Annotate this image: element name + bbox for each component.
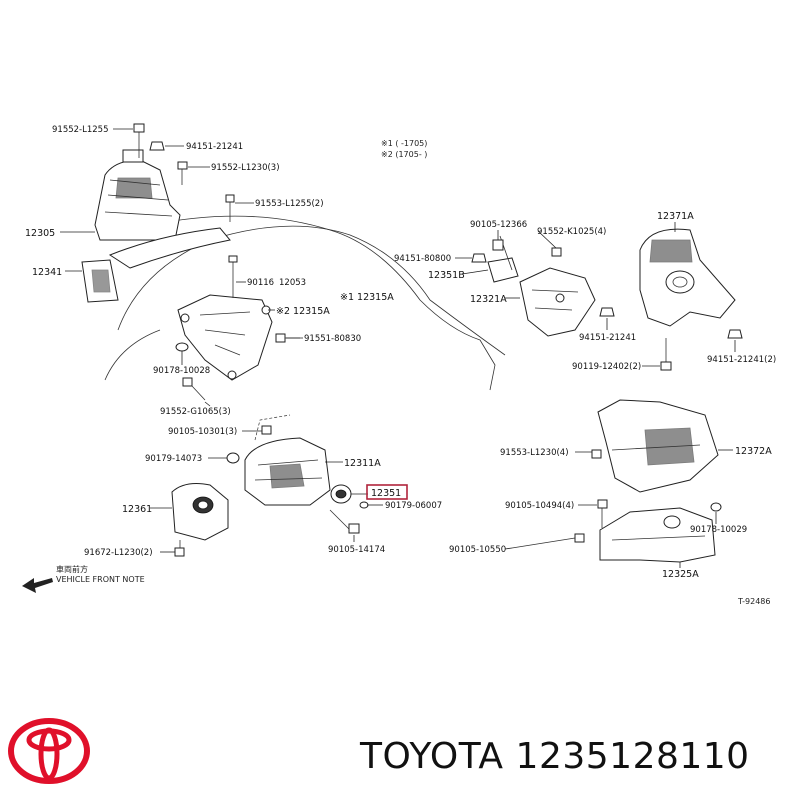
label-91553-L1255: 91553-L1255(2): [255, 199, 324, 209]
bolt-90119-12402: [660, 338, 672, 371]
note-2: ※2 (1705- ): [381, 150, 427, 159]
mount-12311A: [244, 414, 331, 506]
label-94151-80800: 94151-80800: [394, 254, 451, 264]
bushing-12351: [330, 484, 352, 504]
engine-outline: [117, 225, 506, 356]
bolt-90105-10550: [511, 533, 585, 549]
label-91552-L1255: 91552-L1255: [52, 125, 108, 135]
bolt-91552-L1230: [177, 161, 188, 185]
nut-94151-80800: [471, 253, 487, 263]
label-90116: 90116: [247, 278, 274, 288]
washer-90178-10028: [175, 342, 189, 352]
label-90105-14174: 90105-14174: [328, 545, 385, 555]
label-90105-10550: 90105-10550: [449, 545, 506, 555]
washer-90179-06007: [359, 501, 369, 509]
label-12305: 12305: [25, 228, 55, 239]
footer-brand: TOYOTA 1235128110: [360, 736, 762, 777]
label-12315A-1: ※1 12315A: [340, 292, 394, 303]
label-12371A: 12371A: [657, 211, 694, 222]
rod-12351B: [487, 235, 519, 283]
label-12351B: 12351B: [428, 270, 465, 281]
label-12311A: 12311A: [344, 458, 381, 469]
label-12053: 12053: [279, 278, 306, 288]
note-1: ※1 ( -1705): [381, 139, 427, 148]
washer-90179-14073: [226, 452, 240, 464]
label-90178-10028: 90178-10028: [153, 366, 210, 376]
label-12321A: 12321A: [470, 294, 507, 305]
label-12315A-2: ※2 12315A: [276, 306, 330, 317]
nut-94151-21241-mid: [599, 307, 615, 317]
bolt-91672-L1230: [174, 540, 185, 557]
label-91552-G1065: 91552-G1065(3): [160, 407, 231, 417]
part-labels: 91552-L1255 94151-21241 91552-L1230(3) 9…: [25, 125, 776, 580]
part-12341: [81, 259, 119, 303]
bolt-91552-L1255: [133, 123, 145, 158]
label-91552-K1025: 91552-K1025(4): [537, 227, 606, 237]
mount-12372A: [597, 399, 719, 493]
mount-12371A: [639, 228, 736, 327]
body-outline: [149, 215, 496, 391]
label-90179-14073: 90179-14073: [145, 454, 202, 464]
bolt-91553-L1255: [225, 194, 235, 222]
label-12325A: 12325A: [662, 569, 699, 580]
label-12361: 12361: [122, 504, 152, 515]
leader-lines: [60, 128, 736, 568]
label-90105-10301: 90105-10301(3): [168, 427, 237, 437]
washer-90178-10029: [710, 502, 722, 512]
brand-name: TOYOTA: [360, 736, 504, 777]
bracket-arm: [108, 227, 231, 269]
nut-94151-21241-right: [727, 329, 743, 339]
label-91672-L1230: 91672-L1230(2): [84, 548, 153, 558]
label-12372A: 12372A: [735, 446, 772, 457]
highlight-box-12351: [366, 484, 408, 500]
label-91551-80830: 91551-80830: [304, 334, 361, 344]
bolt-90105-14174: [329, 509, 360, 534]
front-arrow-icon: [22, 578, 53, 593]
mount-12305: [94, 149, 181, 241]
vehicle-front-en: VEHICLE FRONT NOTE: [56, 575, 145, 584]
label-90178-10029: 90178-10029: [690, 525, 747, 535]
mount-12361: [171, 483, 229, 541]
label-90119-12402: 90119-12402(2): [572, 362, 641, 372]
label-90179-06007: 90179-06007: [385, 501, 442, 511]
label-12351: 12351: [371, 488, 401, 499]
bracket-12321A: [519, 267, 596, 337]
bracket-12315A: [177, 255, 273, 381]
part-number: 1235128110: [515, 736, 750, 777]
bolt-91553-L1230: [591, 449, 602, 459]
bolt-91552-K1025: [551, 247, 562, 257]
vehicle-front-jp: 車両前方: [56, 564, 88, 574]
label-94151-21241-top: 94151-21241: [186, 142, 243, 152]
label-91552-L1230: 91552-L1230(3): [211, 163, 280, 173]
drawing-id: T-92486: [737, 597, 771, 606]
bolt-91552-G1065: [182, 377, 206, 401]
nut-94151-21241-top: [149, 141, 165, 151]
bolt-90105-10494: [597, 499, 608, 528]
bracket-12325A: [599, 507, 716, 563]
label-90105-10494: 90105-10494(4): [505, 501, 574, 511]
engine-edge: [104, 329, 161, 381]
label-94151-21241-mid: 94151-21241: [579, 333, 636, 343]
label-94151-21241-right: 94151-21241(2): [707, 355, 776, 365]
label-90105-12366: 90105-12366: [470, 220, 527, 230]
label-91553-L1230: 91553-L1230(4): [500, 448, 569, 458]
bolt-90105-10301: [261, 425, 272, 435]
toyota-logo-icon: [8, 718, 90, 784]
label-12341: 12341: [32, 267, 62, 278]
